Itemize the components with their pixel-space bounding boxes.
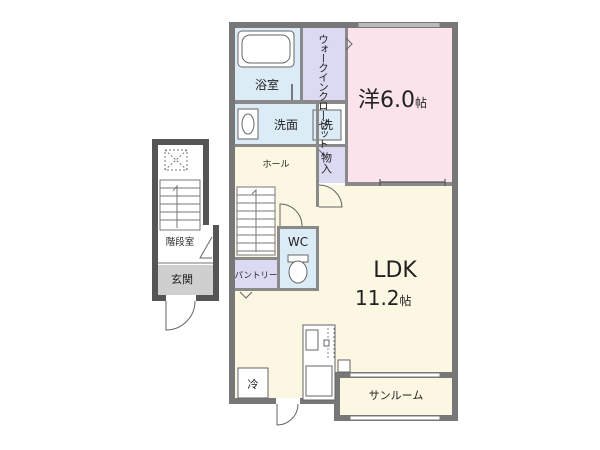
stair-room-label: 階段室	[166, 236, 195, 248]
western-room-floor	[347, 28, 452, 183]
sunroom-label: サンルーム	[369, 389, 424, 402]
washroom-label: 洗面	[274, 118, 298, 132]
door-gap	[276, 398, 300, 404]
pantry-floor	[235, 260, 277, 290]
walk-in-closet-label: ウォークインクローゼット	[317, 34, 329, 149]
kitchen-counter	[302, 324, 336, 401]
svg-text:11.2帖: 11.2帖	[355, 286, 412, 310]
bath-label: 浴室	[255, 77, 279, 92]
ldk-title: LDK 11.2帖	[355, 258, 417, 310]
interior-walls	[235, 28, 452, 291]
fridge-space	[237, 367, 269, 399]
sliding-door-western	[379, 179, 446, 186]
fridge-label: 冷	[248, 378, 259, 391]
western-room-size: 6.0	[380, 88, 415, 113]
ldk-label: LDK	[373, 258, 417, 283]
entrance-door-gap	[166, 295, 196, 301]
pantry-door	[239, 291, 253, 299]
ldk-exit-door	[276, 403, 299, 426]
western-room-title: 洋6.0帖	[358, 88, 427, 113]
pantry-label: パントリー	[235, 271, 278, 281]
washer-label: 洗	[321, 118, 333, 132]
entrance-label: 玄関	[171, 272, 193, 286]
storage-label: 物入	[320, 151, 333, 174]
stair-room-door	[199, 236, 213, 259]
hall-door-toilet	[279, 203, 303, 227]
western-room-label: 洋	[358, 88, 380, 113]
hall-door-ldk	[318, 184, 343, 208]
bathtub	[237, 30, 295, 68]
svg-text:洋6.0帖: 洋6.0帖	[358, 88, 427, 113]
stairs-stairwell	[159, 179, 201, 231]
storage-door	[318, 149, 328, 159]
stairs-main	[236, 186, 276, 256]
ldk-size: 11.2	[355, 286, 400, 310]
storage-floor	[319, 147, 345, 183]
western-room-unit: 帖	[415, 95, 427, 110]
sunroom-floor	[340, 378, 452, 415]
entrance-fill	[158, 265, 213, 295]
closet-floor	[302, 28, 345, 101]
ldk-unit: 帖	[400, 293, 412, 308]
void-box	[164, 149, 188, 171]
toilet-label: WC	[288, 235, 308, 249]
kitchen-pillar	[337, 359, 351, 373]
window-sunroom	[349, 372, 441, 421]
window-top	[357, 22, 441, 28]
hall-label: ホール	[262, 159, 289, 170]
washbasin	[237, 108, 259, 140]
closet-door	[345, 37, 353, 51]
entrance-door	[165, 300, 196, 331]
toilet-fixture	[287, 254, 309, 284]
